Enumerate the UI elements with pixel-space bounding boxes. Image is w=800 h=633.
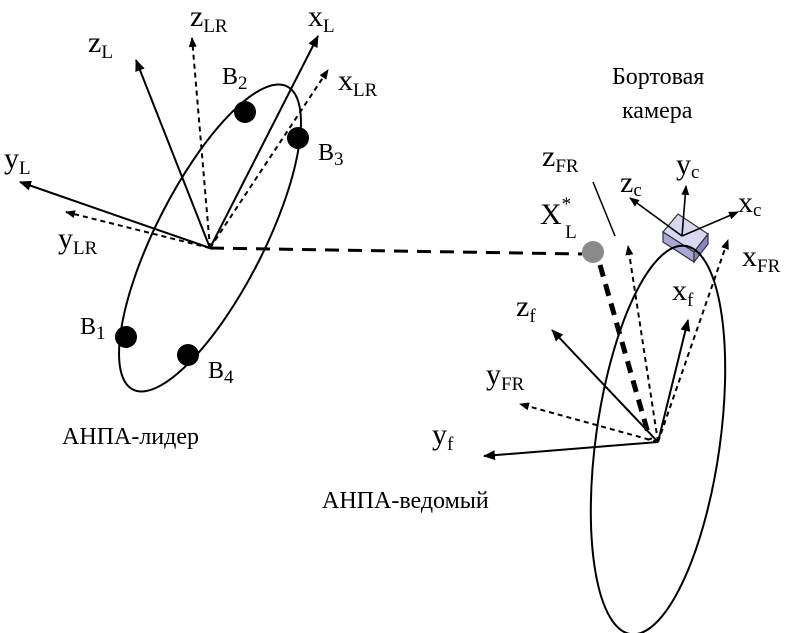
leader-x-axis <box>209 35 319 249</box>
camera-box-side <box>693 232 709 264</box>
beacon-b2-dot <box>234 101 256 123</box>
label-zf: zf <box>516 290 536 327</box>
camera-x-axis <box>681 211 739 237</box>
follower-zf-axis <box>551 329 659 443</box>
follower-group: zFR xFR xf zf yFR yf АНПА-ведомый <box>322 140 781 633</box>
beacon-b3-dot <box>287 127 309 149</box>
label-xc: xc <box>738 186 761 221</box>
target-point-dot <box>582 241 604 263</box>
follower-yf-axis <box>483 441 659 461</box>
camera-group: Бортовая камера zc yc xc <box>612 64 761 264</box>
leader-y-axis <box>19 180 211 249</box>
label-zc: zc <box>620 166 642 201</box>
follower-xfr-axis <box>657 239 729 443</box>
label-yLR: yLR <box>58 222 98 259</box>
camera-y-axis <box>681 185 690 237</box>
label-zFR: zFR <box>542 140 579 177</box>
label-yFR: yFR <box>486 358 525 395</box>
leader-group: zL zLR xL xLR yL yLR B2 B3 B1 B4 АНПА-ли… <box>4 0 378 450</box>
camera-caption-line2: камера <box>622 98 693 124</box>
follower-xf-axis <box>657 319 691 443</box>
camera-z-axis <box>629 197 683 237</box>
leader-to-target-line <box>209 246 583 256</box>
label-zLR: zLR <box>190 0 228 37</box>
label-xLR: xLR <box>338 64 378 101</box>
follower-ellipse <box>589 244 727 633</box>
label-target-point: X*L <box>540 194 577 243</box>
beacon-b4-dot <box>177 344 199 366</box>
leader-ellipse <box>118 83 302 393</box>
label-xf: xf <box>672 274 694 311</box>
leader-z-axis <box>135 59 211 249</box>
label-b2: B2 <box>222 64 248 94</box>
leader-caption: АНПА-лидер <box>62 424 199 450</box>
follower-caption: АНПА-ведомый <box>322 488 489 514</box>
target-to-follower-line <box>597 264 653 441</box>
label-xFR: xFR <box>742 240 781 277</box>
camera-caption-line1: Бортовая <box>612 64 704 90</box>
follower-zfr-dashed <box>625 245 659 443</box>
label-b3: B3 <box>318 140 344 170</box>
leader-ylr-axis <box>65 210 211 249</box>
label-yc: yc <box>676 148 699 183</box>
beacon-b1-dot <box>115 326 137 348</box>
follower-zfr-axis <box>592 181 616 237</box>
follower-yfr-axis <box>519 402 659 443</box>
label-zL: zL <box>88 26 113 63</box>
label-b1: B1 <box>80 314 106 344</box>
label-xL: xL <box>308 0 335 37</box>
label-b4: B4 <box>208 358 234 388</box>
leader-zlr-axis <box>188 37 211 249</box>
leader-xlr-axis <box>209 69 329 249</box>
label-yf: yf <box>432 418 454 455</box>
label-yL: yL <box>4 142 31 179</box>
